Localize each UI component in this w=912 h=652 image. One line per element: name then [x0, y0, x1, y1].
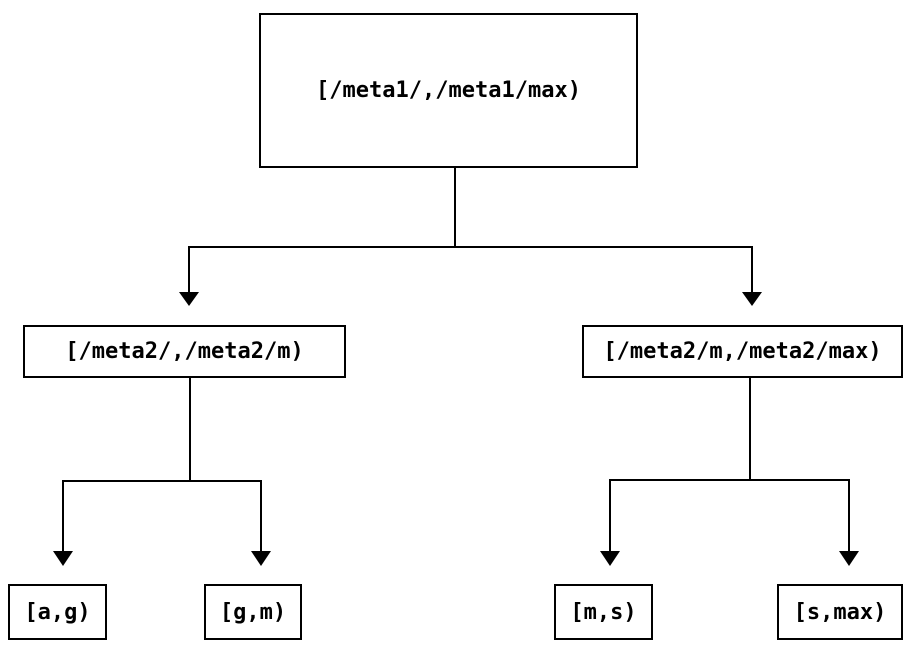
edge-root-left-arrowhead-icon — [179, 292, 199, 306]
tree-node-meta2-right: [/meta2/m,/meta2/max) — [582, 325, 903, 378]
tree-node-leaf-smax: [s,max) — [777, 584, 903, 640]
tree-node-leaf-ag: [a,g) — [8, 584, 107, 640]
tree-node-leaf-gm: [g,m) — [204, 584, 302, 640]
tree-node-meta2-left: [/meta2/,/meta2/m) — [23, 325, 346, 378]
tree-node-leaf-gm-label: [g,m) — [219, 599, 287, 625]
tree-node-meta2-right-label: [/meta2/m,/meta2/max) — [603, 339, 882, 364]
tree-node-leaf-ag-label: [a,g) — [24, 599, 91, 625]
edge-left-leaf-ag-arrowhead-icon — [53, 551, 73, 566]
edge-right-leaf-ms-arrowhead-icon — [600, 551, 620, 566]
edge-root-right-arrowhead-icon — [742, 292, 762, 306]
edge-left-leaf-gm-arrowhead-icon — [251, 551, 271, 566]
tree-node-leaf-ms: [m,s) — [554, 584, 653, 640]
tree-node-root-label: [/meta1/,/meta1/max) — [316, 78, 581, 103]
tree-node-leaf-smax-label: [s,max) — [793, 599, 887, 625]
tree-node-meta2-left-label: [/meta2/,/meta2/m) — [65, 339, 304, 364]
edge-right-leaf-smax-arrowhead-icon — [839, 551, 859, 566]
tree-node-root: [/meta1/,/meta1/max) — [259, 13, 638, 168]
tree-node-leaf-ms-label: [m,s) — [570, 599, 637, 625]
